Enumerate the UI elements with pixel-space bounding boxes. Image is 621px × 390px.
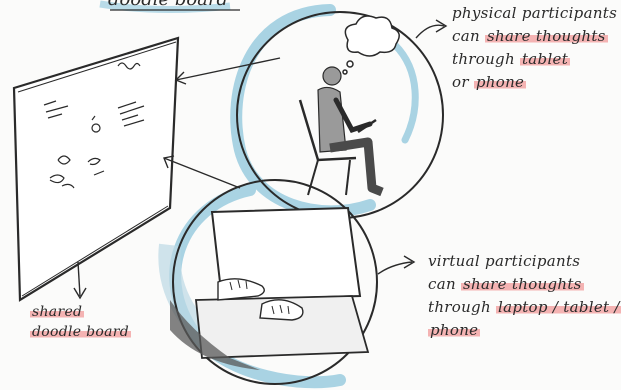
virtual-note-line3: through laptop / tablet / [428, 296, 618, 319]
physical-note-line3: through tablet [452, 48, 617, 71]
virtual-participants-note: virtual participants can share thoughts … [428, 250, 618, 342]
virtual-note-line2-pre: can [428, 275, 461, 293]
physical-note-line4: or phone [452, 71, 617, 94]
virtual-note-line1: virtual participants [428, 250, 618, 273]
board-label-line1: shared [30, 302, 131, 322]
virtual-note-share-thoughts: share thoughts [461, 275, 584, 293]
board-label-doodle-board: doodle board [30, 324, 131, 340]
virtual-note-phone: phone [428, 321, 480, 339]
doodle-board-label: shared doodle board [30, 302, 131, 342]
physical-note-line3-pre: through [452, 50, 520, 68]
physical-participant-scene [236, 10, 443, 218]
physical-note-share-thoughts: share thoughts [485, 27, 608, 45]
physical-note-line4-pre: or [452, 73, 474, 91]
seated-person-icon [300, 67, 382, 195]
header-text: doodle board [108, 0, 228, 10]
virtual-note-line2: can share thoughts [428, 273, 618, 296]
board-label-shared: shared [30, 304, 84, 320]
laptop-hands-icon [170, 208, 368, 370]
thought-bubble-icon [343, 16, 399, 74]
header-fragment: doodle board [100, 0, 240, 10]
physical-note-line1: physical participants [452, 2, 617, 25]
physical-note-tablet: tablet [520, 50, 570, 68]
board-label-line2: doodle board [30, 322, 131, 342]
physical-note-line2-pre: can [452, 27, 485, 45]
virtual-note-line4: phone [428, 319, 618, 342]
virtual-participant-scene [169, 180, 377, 384]
doodle-board [14, 38, 178, 300]
physical-note-phone: phone [474, 73, 526, 91]
virtual-note-devices: laptop / tablet / [496, 298, 621, 316]
virtual-note-line3-pre: through [428, 298, 496, 316]
physical-note-line2: can share thoughts [452, 25, 617, 48]
physical-participants-note: physical participants can share thoughts… [452, 2, 617, 94]
